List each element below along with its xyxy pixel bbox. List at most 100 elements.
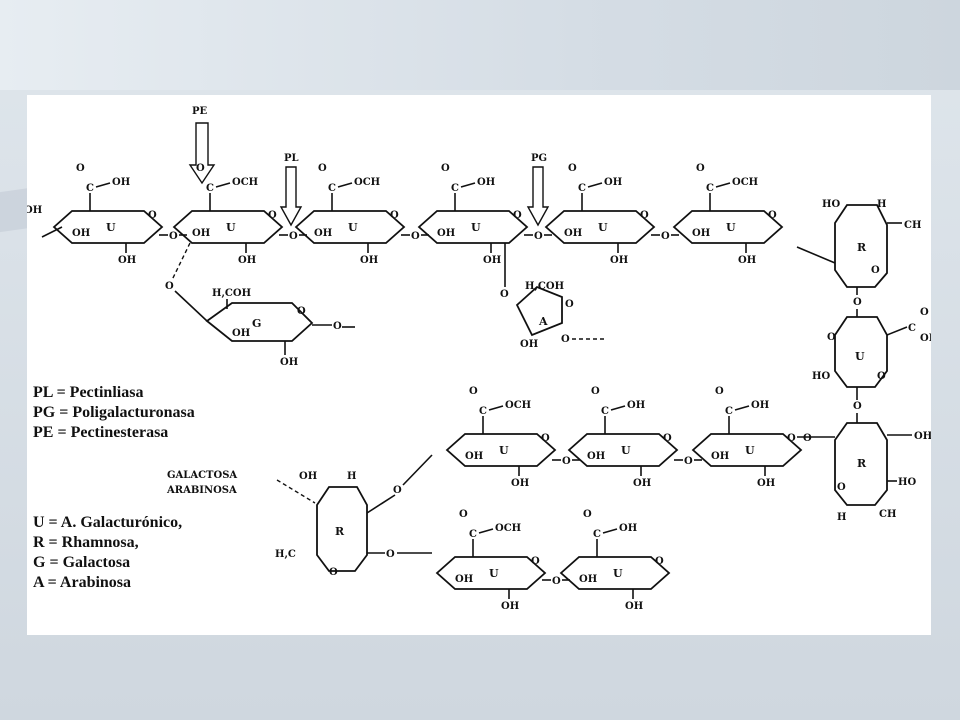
- legend-a: A = Arabinosa: [33, 574, 131, 591]
- ester-och3: OCH: [732, 177, 758, 188]
- carboxyl-o: O: [459, 509, 468, 520]
- ring: [417, 210, 529, 244]
- ring-o: O: [655, 556, 664, 567]
- unit-u: U: [106, 221, 116, 234]
- side-label-galactosa: GALACTOSA: [167, 470, 237, 481]
- ring-o: O: [531, 556, 540, 567]
- r-u-link-o: O: [853, 297, 862, 308]
- ring-o: O: [268, 210, 277, 221]
- acid-oh: OH: [627, 400, 645, 411]
- legend-g: G = Galactosa: [33, 554, 130, 571]
- u-r-link-o: O: [853, 401, 862, 412]
- ring-oh: OH: [692, 228, 710, 239]
- ester-och3: OCH: [354, 177, 380, 188]
- ring-oh: OH: [579, 574, 597, 585]
- ring-oh-lower: OH: [738, 255, 756, 266]
- galactose-h2coh: H,COH: [212, 288, 251, 299]
- glycosidic-o: O: [165, 281, 174, 292]
- acid-oh: OH: [112, 177, 130, 188]
- slide-header-band: [0, 0, 960, 90]
- ring: [691, 433, 803, 467]
- ring-oh-lower: OH: [238, 255, 256, 266]
- r-bottom-link-o: O: [803, 433, 812, 444]
- ring: [294, 210, 406, 244]
- unit-u: U: [598, 221, 608, 234]
- unit-u: U: [726, 221, 736, 234]
- legend-pl: PL = Pectinliasa: [33, 384, 143, 401]
- u-right-c: C: [908, 323, 916, 334]
- u-right-o-dbl: O: [920, 307, 929, 318]
- unit-u: U: [489, 567, 499, 580]
- galactose-o-link: O: [333, 321, 342, 332]
- unit-g: G: [252, 317, 261, 330]
- r-top-ho: HO: [822, 199, 840, 210]
- unit-u: U: [621, 444, 631, 457]
- ester-och3: OCH: [505, 400, 531, 411]
- slide-decoration: [0, 187, 30, 233]
- r-top-h: H: [877, 199, 886, 210]
- carboxyl-c: C: [451, 183, 459, 194]
- glycosidic-o: O: [534, 231, 543, 242]
- ring-oh: OH: [455, 574, 473, 585]
- ring-oh: OH: [314, 228, 332, 239]
- arrow-pl-label: PL: [284, 153, 299, 164]
- right-column: R HO H CH O O U O C O OH HO O O R OH HO …: [796, 199, 931, 523]
- carboxyl-c: C: [479, 406, 487, 417]
- ring-oh-lower: OH: [633, 478, 651, 489]
- pectin-diagram: PE PL PG UOCOOHOHOHOHOUOCOOCHOHOHOUOCOOC…: [27, 106, 931, 612]
- u-right-ho: HO: [812, 371, 830, 382]
- arrow-pl: PL: [279, 153, 303, 227]
- ring-o: O: [768, 210, 777, 221]
- ring: [52, 210, 164, 244]
- carboxyl-o: O: [583, 509, 592, 520]
- glycosidic-o: O: [562, 456, 571, 467]
- lower-r-h3c: H,C: [275, 549, 296, 560]
- unit-u: U: [348, 221, 358, 234]
- ring-oh-lower: OH: [118, 255, 136, 266]
- r-bottom-ring-o: O: [837, 482, 846, 493]
- unit-a: A: [538, 315, 548, 328]
- carboxyl-c: C: [725, 406, 733, 417]
- arabinose-branch: O A O H,COH OH O: [500, 243, 605, 350]
- carboxyl-c: C: [469, 529, 477, 540]
- carboxyl-o: O: [696, 163, 705, 174]
- arrow-pg: PG: [526, 153, 550, 227]
- carboxyl-o: O: [76, 163, 85, 174]
- ring-oh: OH: [587, 451, 605, 462]
- legend-r: R = Rhamnosa,: [33, 534, 139, 551]
- ring-oh-lower: OH: [757, 478, 775, 489]
- unit-r-bottom: R: [857, 457, 867, 470]
- terminal-oh: OH: [27, 205, 42, 216]
- carboxyl-c: C: [601, 406, 609, 417]
- carboxyl-o: O: [441, 163, 450, 174]
- r-bottom-h: H: [837, 512, 846, 523]
- legend-pe: PE = Pectinesterasa: [33, 424, 168, 441]
- carboxyl-o: O: [715, 386, 724, 397]
- galactose-oh-2: OH: [280, 357, 298, 368]
- side-label-arabinosa: ARABINOSA: [166, 485, 237, 496]
- ring: [567, 433, 679, 467]
- ring-oh: OH: [465, 451, 483, 462]
- lower-r-link-o-up: O: [393, 485, 402, 496]
- carboxyl-o: O: [196, 163, 205, 174]
- ring-o: O: [390, 210, 399, 221]
- carboxyl-o: O: [591, 386, 600, 397]
- unit-u: U: [471, 221, 481, 234]
- ring-oh-lower: OH: [610, 255, 628, 266]
- carboxyl-c: C: [86, 183, 94, 194]
- ester-och3: OCH: [495, 523, 521, 534]
- legend-pg: PG = Poligalacturonasa: [33, 404, 195, 421]
- ring-o: O: [640, 210, 649, 221]
- glycosidic-o: O: [661, 231, 670, 242]
- glycosidic-o: O: [289, 231, 298, 242]
- carboxyl-o: O: [568, 163, 577, 174]
- unit-u-right: U: [855, 350, 865, 363]
- carboxyl-c: C: [593, 529, 601, 540]
